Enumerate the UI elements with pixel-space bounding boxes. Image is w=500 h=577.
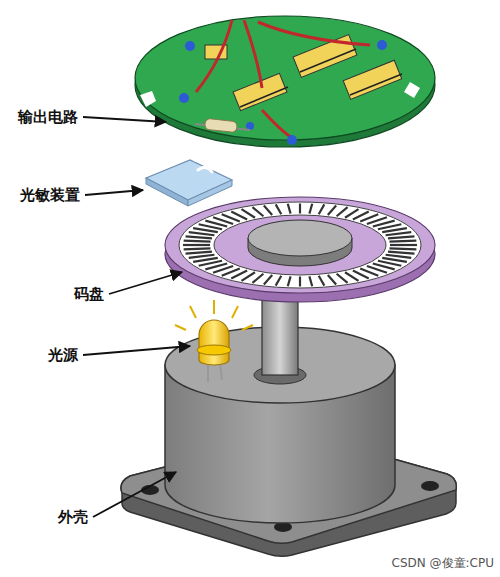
leader-arrow — [109, 272, 182, 294]
disc-slot — [184, 241, 211, 242]
disc-slot — [242, 272, 256, 281]
disc-slot — [378, 224, 401, 229]
disc-slot — [328, 275, 336, 285]
disc-slot — [288, 204, 291, 214]
disc-slot — [319, 276, 325, 286]
disc-slot — [390, 244, 417, 246]
disc-slot — [193, 258, 218, 262]
disc-slot — [186, 252, 212, 254]
disc-slot — [299, 204, 301, 214]
photo-sensor — [146, 148, 232, 206]
part-label: 光敏装置 — [20, 186, 80, 204]
disc-slot — [382, 258, 407, 262]
disc-slot — [288, 276, 291, 286]
disc-slot — [337, 274, 348, 283]
disc-slot — [388, 252, 414, 254]
disc-slot — [264, 275, 272, 285]
part-label: 输出电路 — [18, 108, 78, 126]
disc-slot — [345, 209, 359, 218]
led-light-source — [175, 300, 253, 382]
disc-slot — [299, 277, 301, 287]
disc-slot — [386, 255, 412, 258]
disc-slot — [386, 232, 412, 235]
leader-arrow — [83, 346, 190, 355]
disc-slot — [183, 244, 210, 246]
disc-slot — [186, 236, 212, 238]
disc-slot — [252, 274, 263, 283]
leader-arrow — [85, 190, 143, 195]
disc-slot — [184, 248, 211, 249]
disc-slot — [189, 255, 215, 258]
code-disc — [165, 197, 435, 302]
disc-slot — [199, 261, 222, 266]
disc-slot — [319, 204, 325, 214]
disc-slot — [388, 236, 414, 238]
disc-slot — [264, 206, 272, 216]
disc-slot — [189, 232, 215, 235]
circuit-board — [135, 16, 435, 147]
disc-slot — [309, 204, 312, 214]
leader-arrow — [83, 117, 166, 122]
disc-slot — [309, 276, 312, 286]
disc-slot — [193, 228, 218, 232]
disc-slot — [231, 211, 247, 219]
part-label: 码盘 — [74, 285, 104, 303]
disc-slot — [390, 248, 417, 249]
disc-slot — [276, 276, 282, 286]
disc-slot — [328, 206, 336, 216]
watermark: CSDN @俊童:CPU — [392, 556, 494, 570]
leader-arrow — [93, 472, 176, 517]
disc-slot — [345, 272, 359, 281]
disc-slot — [390, 241, 417, 242]
part-label: 光源 — [48, 346, 78, 364]
disc-slot — [382, 228, 407, 232]
disc-slot — [276, 204, 282, 214]
disc-slot — [353, 270, 369, 278]
disc-slot — [252, 207, 263, 216]
disc-slot — [242, 209, 256, 218]
part-label: 外壳 — [58, 508, 88, 526]
disc-slot — [337, 207, 348, 216]
